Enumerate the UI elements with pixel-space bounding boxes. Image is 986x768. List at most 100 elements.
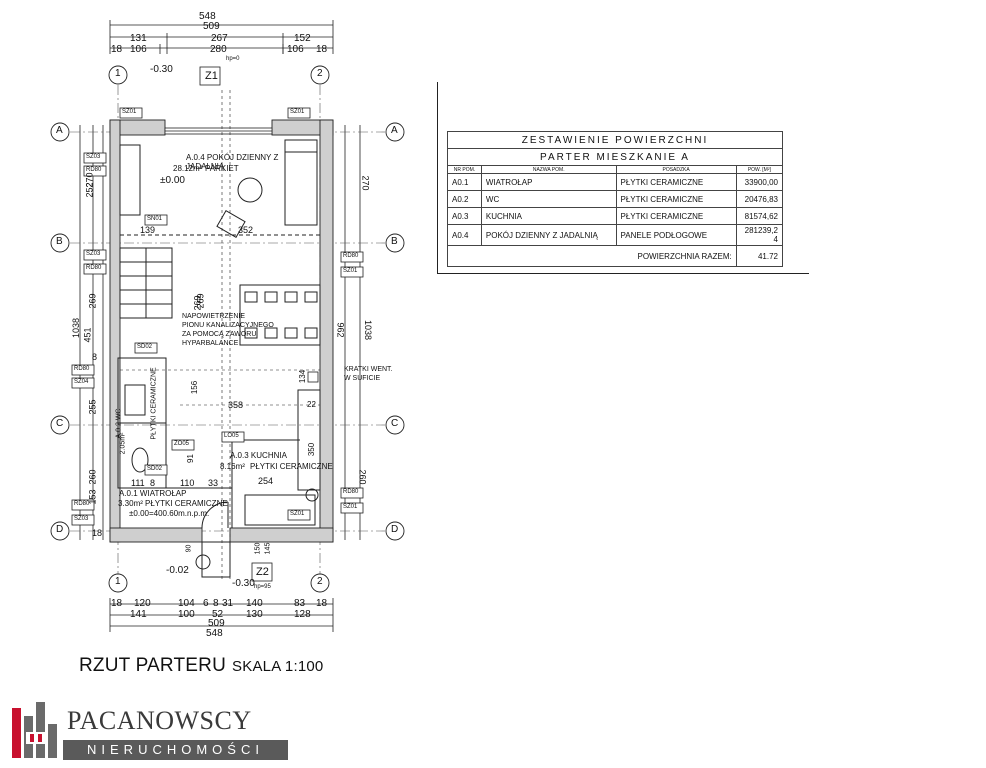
table-cell: PŁYTKI CERAMICZNE bbox=[615, 173, 737, 191]
table-row: A0.4 POKÓJ DZIENNY Z JADALNIĄ PANELE POD… bbox=[447, 224, 784, 246]
table-subtitle: PARTER MIESZKANIE A bbox=[447, 148, 783, 166]
dim-right-962: 962 bbox=[335, 322, 346, 338]
inner-dim: 145 bbox=[264, 542, 272, 555]
axis-2-bottom: 2 bbox=[317, 576, 323, 587]
dim-bottom-140: 140 bbox=[246, 598, 263, 609]
dim-top-106b: 106 bbox=[287, 44, 304, 55]
inner-dim: 269 bbox=[192, 295, 203, 311]
dim-top-267: 267 bbox=[211, 33, 228, 44]
dim-left-18: 18 bbox=[92, 528, 103, 538]
tag: SZ01 bbox=[122, 109, 137, 115]
inner-dim: 91 bbox=[185, 454, 195, 463]
dim-top-18b: 18 bbox=[316, 44, 328, 55]
room-a01-name: WIATROŁAP bbox=[139, 489, 187, 498]
dim-top-131: 131 bbox=[130, 33, 147, 44]
tag: SZ03 bbox=[86, 251, 101, 257]
note-ventilation-line: ZA POMOCĄ ZAWORU bbox=[182, 331, 257, 338]
axis-2-top: 2 bbox=[317, 68, 323, 79]
note-ventilation-line: PIONU KANALIZACYJNEGO bbox=[182, 322, 274, 329]
building-logo-icon bbox=[12, 702, 57, 758]
dim-right-260: 260 bbox=[357, 469, 368, 485]
note-krat-line: KRATKI WENT. bbox=[344, 366, 393, 373]
axis-d-right: D bbox=[391, 524, 399, 535]
axis-1-top: 1 bbox=[115, 68, 121, 79]
dim-bottom-120: 120 bbox=[134, 598, 151, 609]
hp-top: hp=0 bbox=[226, 56, 240, 62]
room-a03-floor: PŁYTKI CERAMICZNE bbox=[250, 462, 333, 471]
zone-z2: Z2 bbox=[256, 566, 269, 578]
room-a01-floor: PŁYTKI CERAMICZNE bbox=[145, 499, 228, 508]
inner-dim: 33 bbox=[208, 478, 219, 488]
room-a01-label: A.0.1 WIATROŁAP bbox=[119, 489, 186, 498]
dim-bottom-18b: 18 bbox=[316, 598, 328, 609]
axis-b-left: B bbox=[56, 236, 63, 247]
tag: SN01 bbox=[147, 216, 163, 222]
table-header-cell: NR POM. bbox=[447, 165, 482, 174]
axis-a-left: A bbox=[56, 125, 63, 136]
table-total-value: 41.72 bbox=[735, 245, 784, 267]
table-cell: PANELE PODŁOGOWE bbox=[615, 224, 737, 246]
dim-top-106a: 106 bbox=[130, 44, 147, 55]
tag: ZO05 bbox=[174, 441, 190, 447]
table-row: A0.2 WC PŁYTKI CERAMICZNE 20476,83 bbox=[447, 190, 784, 208]
dim-bottom-141: 141 bbox=[130, 609, 147, 620]
dim-top-509: 509 bbox=[203, 21, 220, 32]
inner-dim: 139 bbox=[140, 225, 156, 235]
table-total-label: POWIERZCHNIA RAZEM: bbox=[447, 245, 737, 267]
tag: SZ03 bbox=[86, 154, 101, 160]
room-a03-name: KUCHNIA bbox=[250, 451, 287, 460]
panel-divider bbox=[437, 273, 809, 274]
dim-bottom-8: 8 bbox=[213, 598, 219, 609]
logo-name: PACANOWSCY bbox=[67, 706, 252, 735]
inner-dim: 156 bbox=[190, 380, 200, 395]
table-row: A0.1 WIATROŁAP PŁYTKI CERAMICZNE 33900,0… bbox=[447, 173, 784, 191]
table-cell: PŁYTKI CERAMICZNE bbox=[615, 190, 737, 208]
inner-dim: 111 bbox=[131, 478, 145, 488]
room-a02-name: WC bbox=[115, 408, 123, 421]
tag: RD80 bbox=[74, 366, 90, 372]
room-a01-area: 3.30m² bbox=[118, 499, 143, 508]
table-cell: 81574,62 bbox=[735, 207, 784, 225]
tag: RD80 bbox=[343, 253, 359, 259]
axis-c-right: C bbox=[391, 418, 399, 429]
drawing-title-main: RZUT PARTERU bbox=[79, 655, 227, 676]
inner-dim: 90 bbox=[185, 544, 193, 553]
dim-right-1038: 1038 bbox=[363, 319, 374, 341]
table-title: ZESTAWIENIE POWIERZCHNI bbox=[447, 131, 783, 149]
dim-left-252: 252 bbox=[84, 182, 95, 198]
tag: LO05 bbox=[224, 433, 239, 439]
room-a01-level: ±0.00=400.60m.n.p.m. bbox=[129, 509, 210, 518]
table-cell: A0.3 bbox=[447, 207, 482, 225]
table-cell: A0.2 bbox=[447, 190, 482, 208]
room-a04-code: A.0.4 bbox=[186, 153, 205, 162]
floor-plan bbox=[50, 20, 405, 632]
inner-dim: 254 bbox=[258, 476, 274, 486]
axis-c-left: C bbox=[56, 418, 64, 429]
room-a03-area: 8.16m² bbox=[220, 462, 245, 471]
dim-right-270: 270 bbox=[360, 175, 371, 191]
logo-subtitle: NIERUCHOMOŚCI bbox=[63, 740, 288, 760]
dim-bottom-31: 31 bbox=[222, 598, 234, 609]
dim-bottom-100: 100 bbox=[178, 609, 195, 620]
tag: SZ01 bbox=[343, 268, 358, 274]
table-cell: 20476,83 bbox=[735, 190, 784, 208]
room-a04-label: A.0.4 POKÓJ DZIENNY Z JADALNIĄ bbox=[186, 153, 296, 171]
level-living: ±0.00 bbox=[160, 175, 185, 186]
dim-left-269: 269 bbox=[87, 293, 98, 309]
tag: RD80 bbox=[86, 167, 102, 173]
dim-bottom-509: 509 bbox=[208, 618, 225, 629]
tag: SD02 bbox=[137, 344, 153, 350]
table-cell: WC bbox=[480, 190, 617, 208]
dim-top-152: 152 bbox=[294, 33, 311, 44]
dim-bottom-130: 130 bbox=[246, 609, 263, 620]
hp-bottom: hp=95 bbox=[254, 584, 271, 590]
table-header-cell: POSADZKA bbox=[615, 165, 737, 174]
table-cell: 33900,00 bbox=[735, 173, 784, 191]
table-cell: POKÓJ DZIENNY Z JADALNIĄ bbox=[480, 224, 617, 246]
tag: SD02 bbox=[147, 466, 163, 472]
dim-left-451: 451 bbox=[82, 327, 93, 343]
tag: SZ01 bbox=[343, 504, 358, 510]
note-ventilation-line: HYPARBALANCE bbox=[182, 340, 239, 347]
dim-left-260: 260 bbox=[87, 469, 98, 485]
